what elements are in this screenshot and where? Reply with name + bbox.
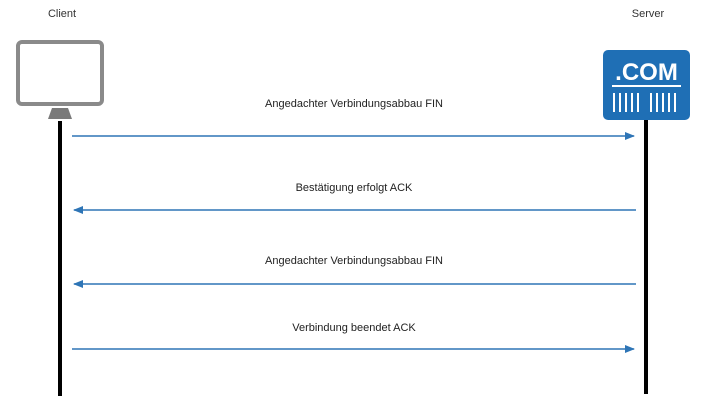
server-com-icon: .COM: [603, 50, 690, 120]
server-label: Server: [631, 8, 665, 20]
message-label-3: Angedachter Verbindungsabbau FIN: [265, 255, 443, 267]
message-label-1: Angedachter Verbindungsabbau FIN: [265, 98, 443, 110]
server-icon-text: .COM: [615, 59, 678, 86]
message-label-4: Verbindung beendet ACK: [292, 322, 416, 334]
message-label-2: Bestätigung erfolgt ACK: [295, 182, 413, 194]
monitor-icon: [16, 40, 104, 119]
client-label: Client: [47, 8, 77, 20]
